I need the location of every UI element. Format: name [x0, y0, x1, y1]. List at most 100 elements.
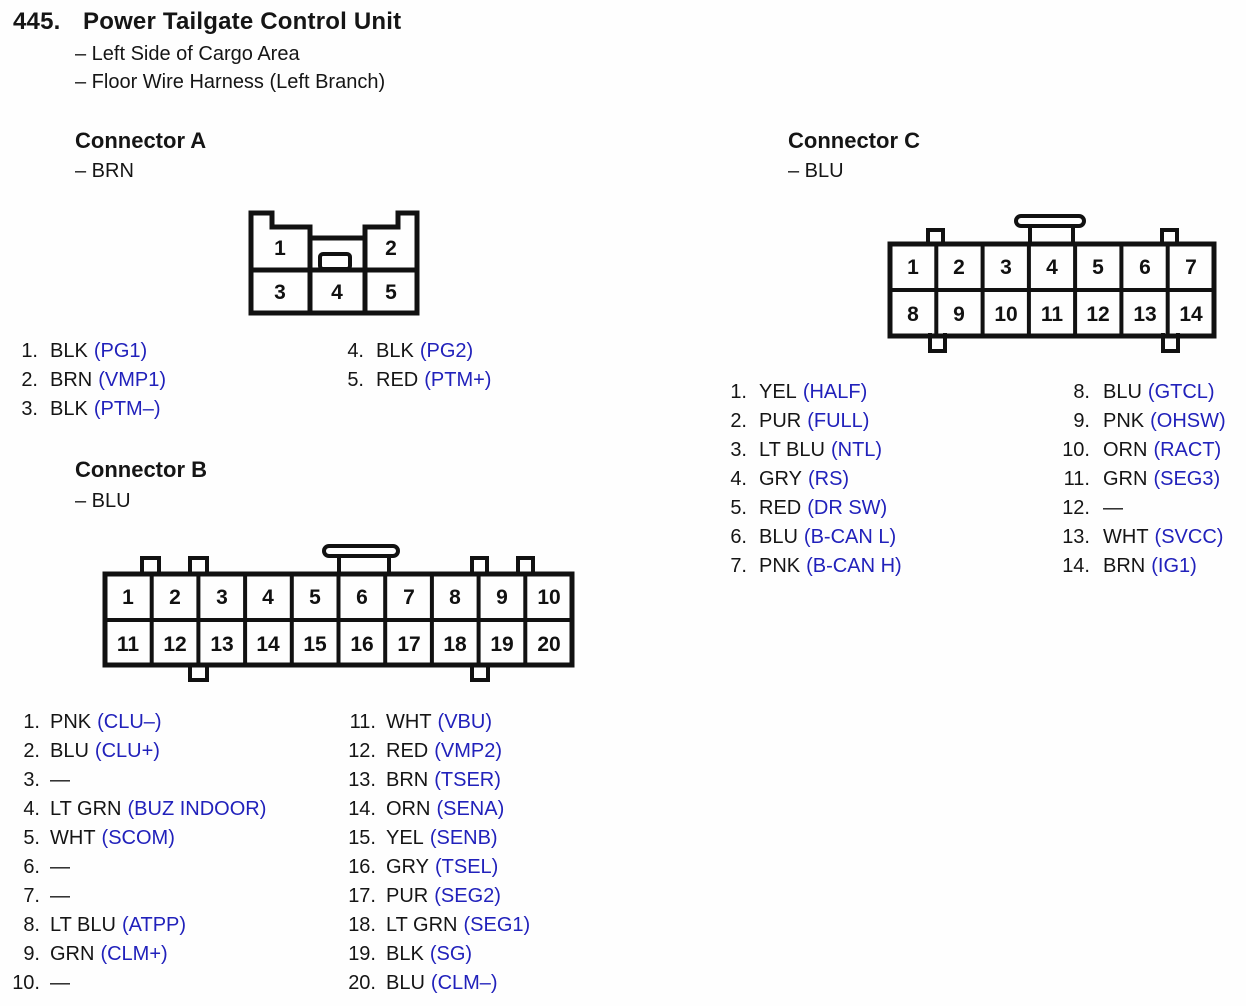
wire-color: — — [50, 972, 70, 994]
pin-number: 4. — [23, 798, 40, 820]
pin-cell-number: 5 — [385, 281, 397, 304]
wire-color: — — [50, 856, 70, 878]
pin-cell-number: 3 — [274, 281, 286, 304]
signal-name: (SEG1) — [463, 914, 531, 936]
connector-b-color: – BLU — [75, 490, 131, 512]
location-line-1: – Left Side of Cargo Area — [75, 43, 300, 65]
signal-name: (RS) — [807, 468, 850, 490]
wire-color: — — [50, 769, 70, 791]
pin-number: 11. — [349, 711, 376, 733]
signal-name: (SENA) — [436, 798, 505, 820]
pin-cell-number: 7 — [403, 586, 415, 609]
pin-row: 1.YEL(HALF) — [713, 378, 902, 407]
pin-row: 3.LT BLU(NTL) — [713, 436, 902, 465]
wire-color: WHT — [50, 827, 96, 849]
pin-cell-number: 2 — [385, 237, 397, 260]
pin-cell-number: 19 — [490, 633, 513, 656]
pin-number: 7. — [730, 555, 747, 577]
wire-color: GRY — [386, 856, 429, 878]
pin-row: 11.WHT(VBU) — [330, 708, 530, 737]
signal-name: (CLU–) — [97, 711, 162, 733]
pin-number: 2. — [21, 369, 38, 391]
pin-number: 3. — [21, 398, 38, 420]
wire-color: BLK — [376, 340, 414, 362]
pin-cell-number: 9 — [953, 303, 965, 326]
pin-cell-number: 7 — [1185, 256, 1197, 279]
pin-number: 5. — [347, 369, 364, 391]
connector-c-diagram: 1 2 3 4 5 6 7 8 9 10 11 12 13 14 — [887, 214, 1217, 353]
pin-cell-number: 15 — [303, 633, 327, 656]
pin-row: 19.BLK(SG) — [330, 940, 530, 969]
wire-color: PNK — [50, 711, 92, 733]
wire-color: BLU — [50, 740, 89, 762]
wire-color: GRY — [759, 468, 802, 490]
pin-row: 14.ORN(SENA) — [330, 795, 530, 824]
pin-row: 13.WHT(SVCC) — [1048, 523, 1226, 552]
pin-number: 11. — [1063, 468, 1090, 490]
pin-cell-number: 6 — [356, 586, 368, 609]
wire-color: GRN — [50, 943, 95, 965]
signal-name: (PG1) — [93, 340, 148, 362]
pin-row: 5.RED(PTM+) — [338, 366, 491, 395]
wire-color: YEL — [759, 381, 797, 403]
connector-a-diagram: 1 2 3 4 5 — [248, 210, 420, 316]
pin-row: 2.BRN(VMP1) — [12, 366, 166, 395]
pin-cell-number: 4 — [262, 586, 274, 609]
pin-row: 2.BLU(CLU+) — [8, 737, 266, 766]
signal-name: (B-CAN L) — [803, 526, 897, 548]
pin-number: 4. — [347, 340, 364, 362]
connector-c-color: – BLU — [788, 160, 844, 182]
wire-color: WHT — [1103, 526, 1149, 548]
pin-cell-number: 16 — [350, 633, 373, 656]
pin-row: 15. YEL(SENB) — [330, 824, 530, 853]
connector-a-pins-right: 4.BLK(PG2) 5.RED(PTM+) — [338, 337, 491, 395]
pin-number: 5. — [23, 827, 40, 849]
pin-number: 13. — [348, 769, 376, 791]
wire-color: RED — [386, 740, 429, 762]
location-line-2: – Floor Wire Harness (Left Branch) — [75, 71, 386, 93]
pin-number: 6. — [730, 526, 747, 548]
pin-cell-number: 5 — [1092, 256, 1104, 279]
pin-cell-number: 8 — [449, 586, 461, 609]
signal-name: (RACT) — [1153, 439, 1222, 461]
pin-number: 3. — [730, 439, 747, 461]
connector-b-pins-left: 1.PNK(CLU–) 2.BLU(CLU+) 3.— 4.LT GRN(BUZ… — [8, 708, 266, 998]
wire-color: YEL — [386, 827, 424, 849]
pin-row: 7.PNK(B-CAN H) — [713, 552, 901, 581]
wire-color: WHT — [386, 711, 432, 733]
pin-cell-number: 14 — [256, 633, 280, 656]
pin-cell-number: 1 — [122, 586, 134, 609]
pin-number: 1. — [21, 340, 38, 362]
connector-c-cell-walls — [890, 244, 1214, 336]
connector-c-latch-legs — [1028, 225, 1075, 244]
connector-a-pins-left: 1.BLK(PG1) 2.BRN(VMP1) 3.BLK(PTM–) — [12, 337, 166, 424]
pin-number: 10. — [12, 972, 40, 994]
connector-a-title: Connector A — [75, 128, 207, 153]
pin-row: 12.RED(VMP2) — [330, 737, 530, 766]
pin-cell-number: 2 — [953, 256, 965, 279]
wire-color: PUR — [386, 885, 429, 907]
wire-color: BRN — [1103, 555, 1146, 577]
page-title: Power Tailgate Control Unit — [83, 8, 402, 35]
pin-cell-number: 12 — [163, 633, 186, 656]
pin-cell-number: 13 — [1133, 303, 1156, 326]
wire-color: — — [1103, 497, 1123, 519]
pin-number: 15. — [348, 827, 376, 849]
signal-name: (SCOM) — [101, 827, 175, 849]
connector-c-mount-latch — [1014, 214, 1086, 228]
pin-number: 14. — [348, 798, 376, 820]
pin-cell-number: 10 — [537, 586, 560, 609]
pin-cell-number: 14 — [1179, 303, 1203, 326]
signal-name: (SENB) — [429, 827, 498, 849]
connector-b-latch-legs — [337, 555, 391, 574]
pin-cell-number: 18 — [443, 633, 467, 656]
connector-c-bottom-tabs — [928, 333, 1180, 353]
signal-name: (GTCL) — [1147, 381, 1215, 403]
pin-cell-number: 1 — [274, 237, 286, 260]
pin-row: 7.— — [8, 882, 266, 911]
wire-color: BLU — [759, 526, 798, 548]
signal-name: (FULL) — [807, 410, 870, 432]
pin-number: 1. — [730, 381, 747, 403]
wire-color: LT GRN — [50, 798, 122, 820]
